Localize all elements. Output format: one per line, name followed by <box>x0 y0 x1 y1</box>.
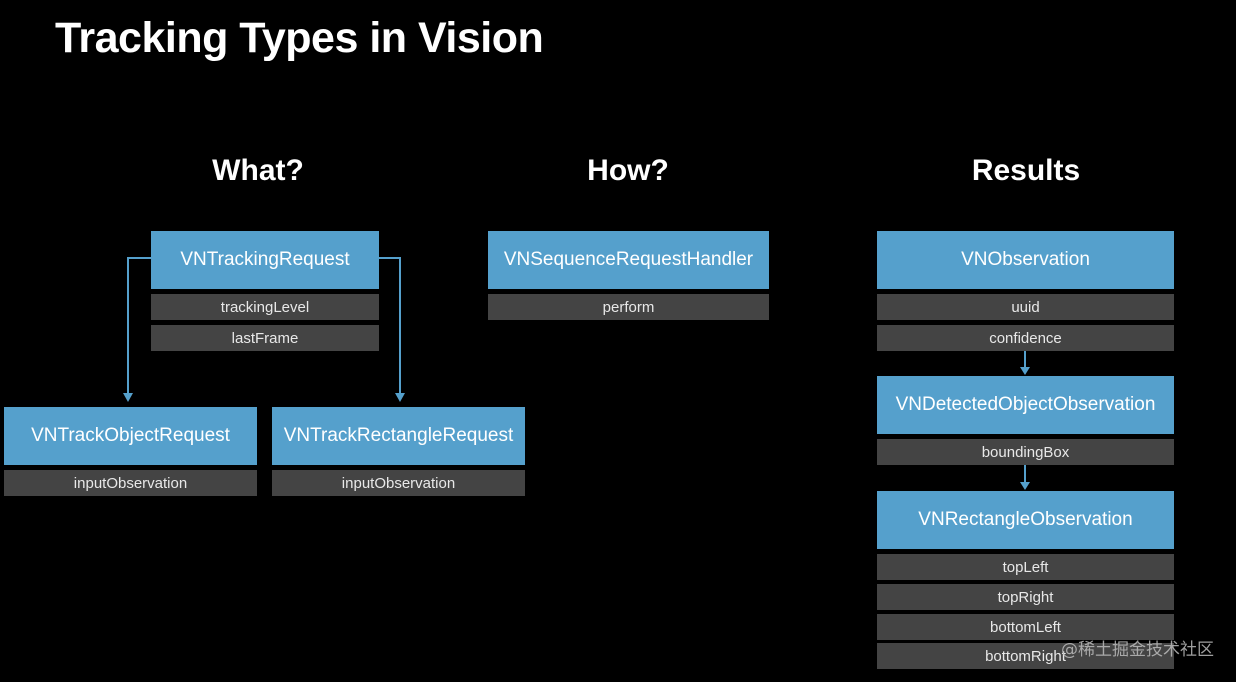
property-bounding-box: boundingBox <box>877 439 1174 465</box>
arrowhead-detected <box>1020 367 1030 375</box>
method-perform: perform <box>488 294 769 320</box>
property-input-observation: inputObservation <box>4 470 257 496</box>
property-confidence: confidence <box>877 325 1174 351</box>
heading-results: Results <box>971 154 1081 187</box>
connector-to-track-rectangle <box>379 257 401 393</box>
class-vn-detected-object-observation: VNDetectedObjectObservation <box>877 376 1174 434</box>
property-top-right: topRight <box>877 584 1174 610</box>
property-bottom-right: bottomRight <box>877 643 1174 669</box>
property-last-frame: lastFrame <box>151 325 379 351</box>
arrowhead-rectangle-observation <box>1020 482 1030 490</box>
heading-how: How? <box>587 154 669 187</box>
property-uuid: uuid <box>877 294 1174 320</box>
connector-to-track-object <box>127 257 151 393</box>
class-vn-observation: VNObservation <box>877 231 1174 289</box>
property-bottom-left: bottomLeft <box>877 614 1174 640</box>
class-vn-sequence-request-handler: VNSequenceRequestHandler <box>488 231 769 289</box>
property-tracking-level: trackingLevel <box>151 294 379 320</box>
class-vn-rectangle-observation: VNRectangleObservation <box>877 491 1174 549</box>
arrowhead-track-rectangle <box>395 393 405 402</box>
property-top-left: topLeft <box>877 554 1174 580</box>
class-vn-track-rectangle-request: VNTrackRectangleRequest <box>272 407 525 465</box>
property-input-observation: inputObservation <box>272 470 525 496</box>
heading-what: What? <box>212 154 304 187</box>
class-vn-tracking-request: VNTrackingRequest <box>151 231 379 289</box>
arrowhead-track-object <box>123 393 133 402</box>
watermark: @稀土掘金技术社区 <box>1061 640 1214 660</box>
class-vn-track-object-request: VNTrackObjectRequest <box>4 407 257 465</box>
slide-title: Tracking Types in Vision <box>55 14 544 62</box>
